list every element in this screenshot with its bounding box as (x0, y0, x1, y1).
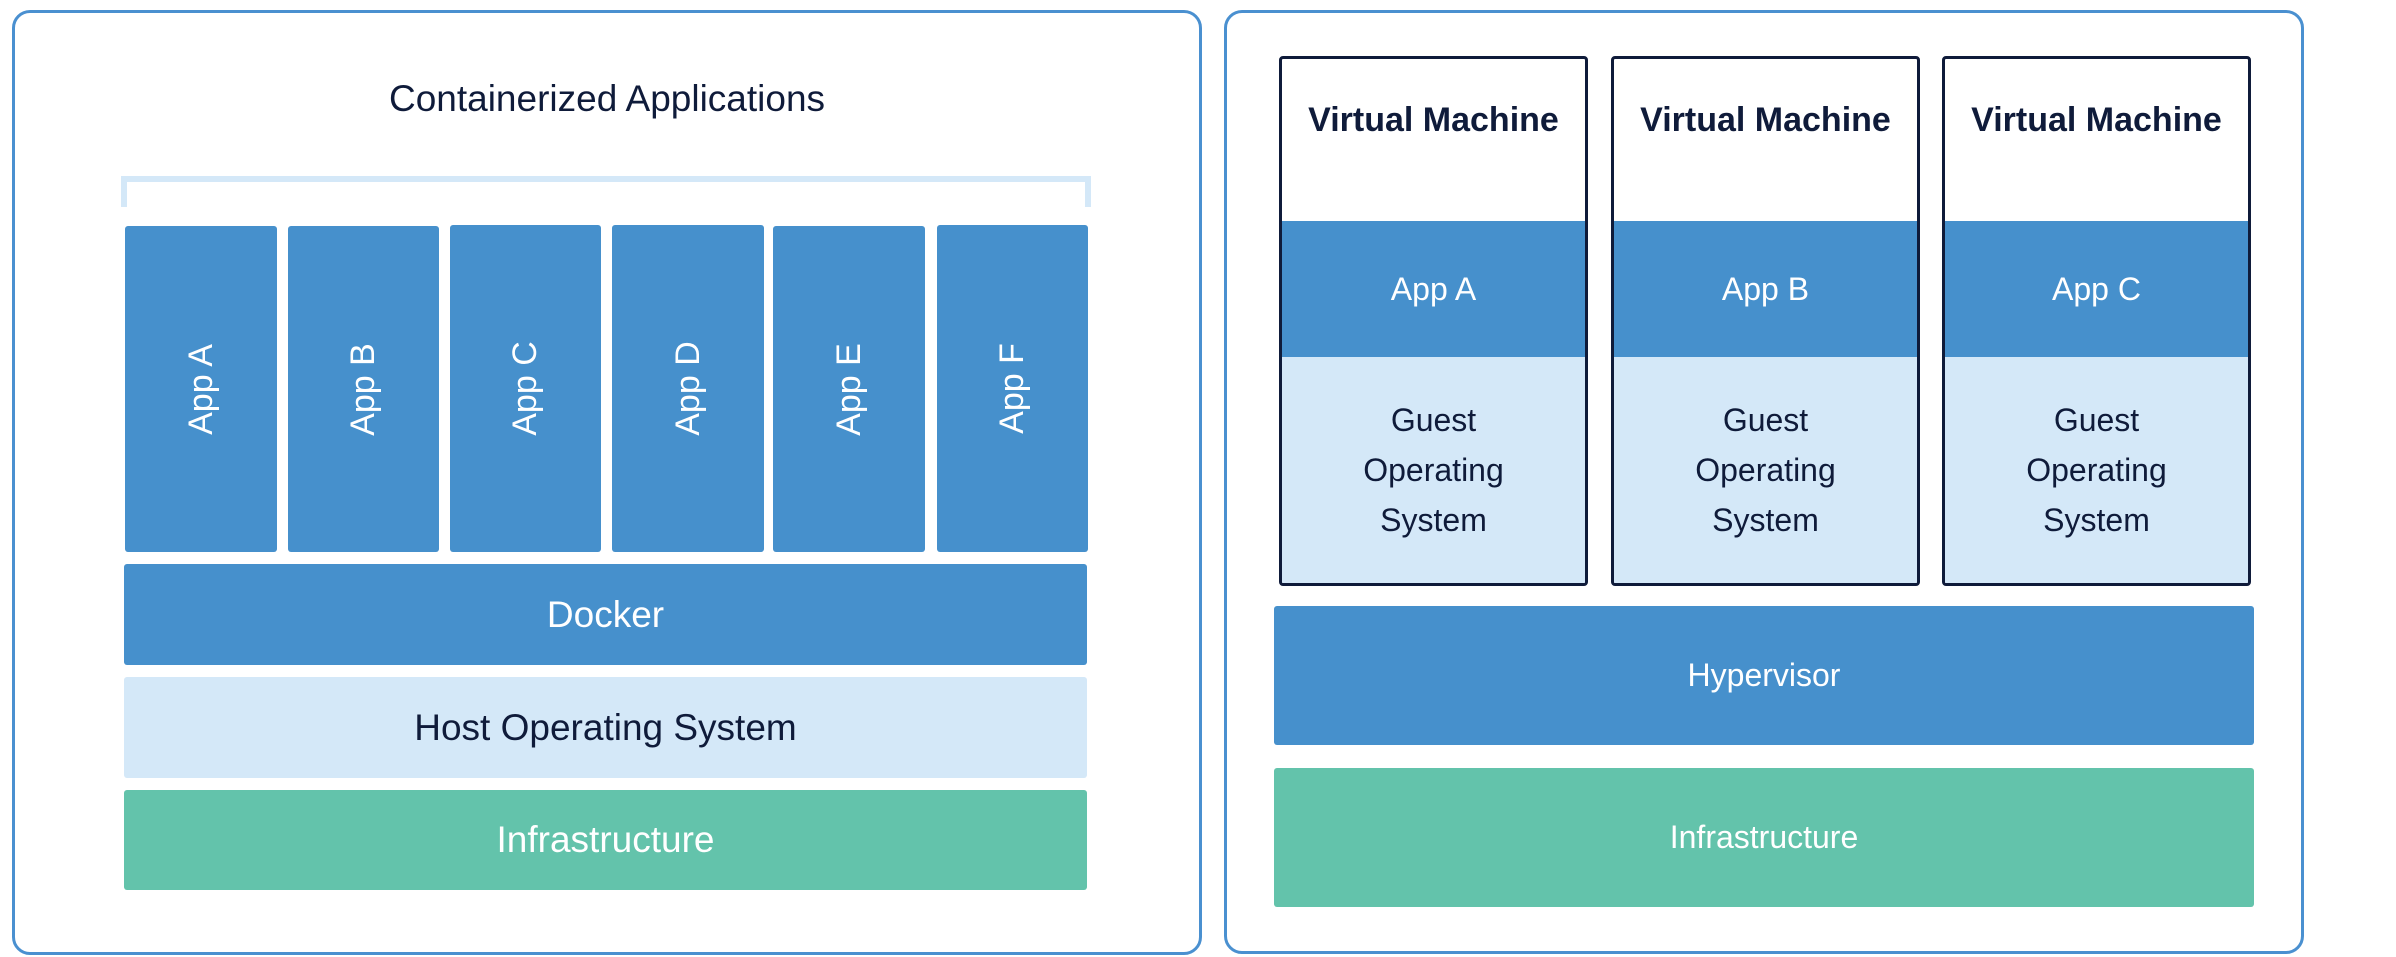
vm-title: Virtual Machine (1308, 101, 1559, 139)
virtual-machine-b: Virtual Machine App B Guest Operating Sy… (1611, 56, 1920, 586)
apps-bracket (121, 176, 1091, 207)
vm-title: Virtual Machine (1640, 101, 1891, 139)
container-app-f: App F (937, 225, 1088, 552)
host-os-layer: Host Operating System (124, 677, 1087, 778)
vm-app: App C (1945, 221, 2248, 357)
virtual-machine-c: Virtual Machine App C Guest Operating Sy… (1942, 56, 2251, 586)
vm-title: Virtual Machine (1971, 101, 2222, 139)
container-app-c: App C (450, 225, 601, 552)
infrastructure-layer-vms: Infrastructure (1274, 768, 2254, 907)
docker-layer: Docker (124, 564, 1087, 665)
vm-app: App B (1614, 221, 1917, 357)
guest-os: Guest Operating System (1282, 357, 1585, 583)
hypervisor-layer: Hypervisor (1274, 606, 2254, 745)
container-app-a: App A (125, 226, 277, 552)
app-label: App E (829, 342, 868, 436)
guest-os: Guest Operating System (1614, 357, 1917, 583)
guest-os: Guest Operating System (1945, 357, 2248, 583)
app-label: App B (344, 342, 382, 436)
virtual-machine-a: Virtual Machine App A Guest Operating Sy… (1279, 56, 1588, 586)
vm-app: App A (1282, 221, 1585, 357)
app-label: App C (506, 341, 544, 436)
containers-title: Containerized Applications (388, 78, 826, 119)
app-label: App A (181, 343, 220, 435)
container-app-e: App E (773, 226, 925, 552)
app-label: App F (993, 343, 1031, 434)
infrastructure-layer-containers: Infrastructure (124, 790, 1087, 890)
app-label: App D (668, 341, 707, 436)
container-app-d: App D (612, 225, 764, 552)
container-app-b: App B (288, 226, 439, 552)
